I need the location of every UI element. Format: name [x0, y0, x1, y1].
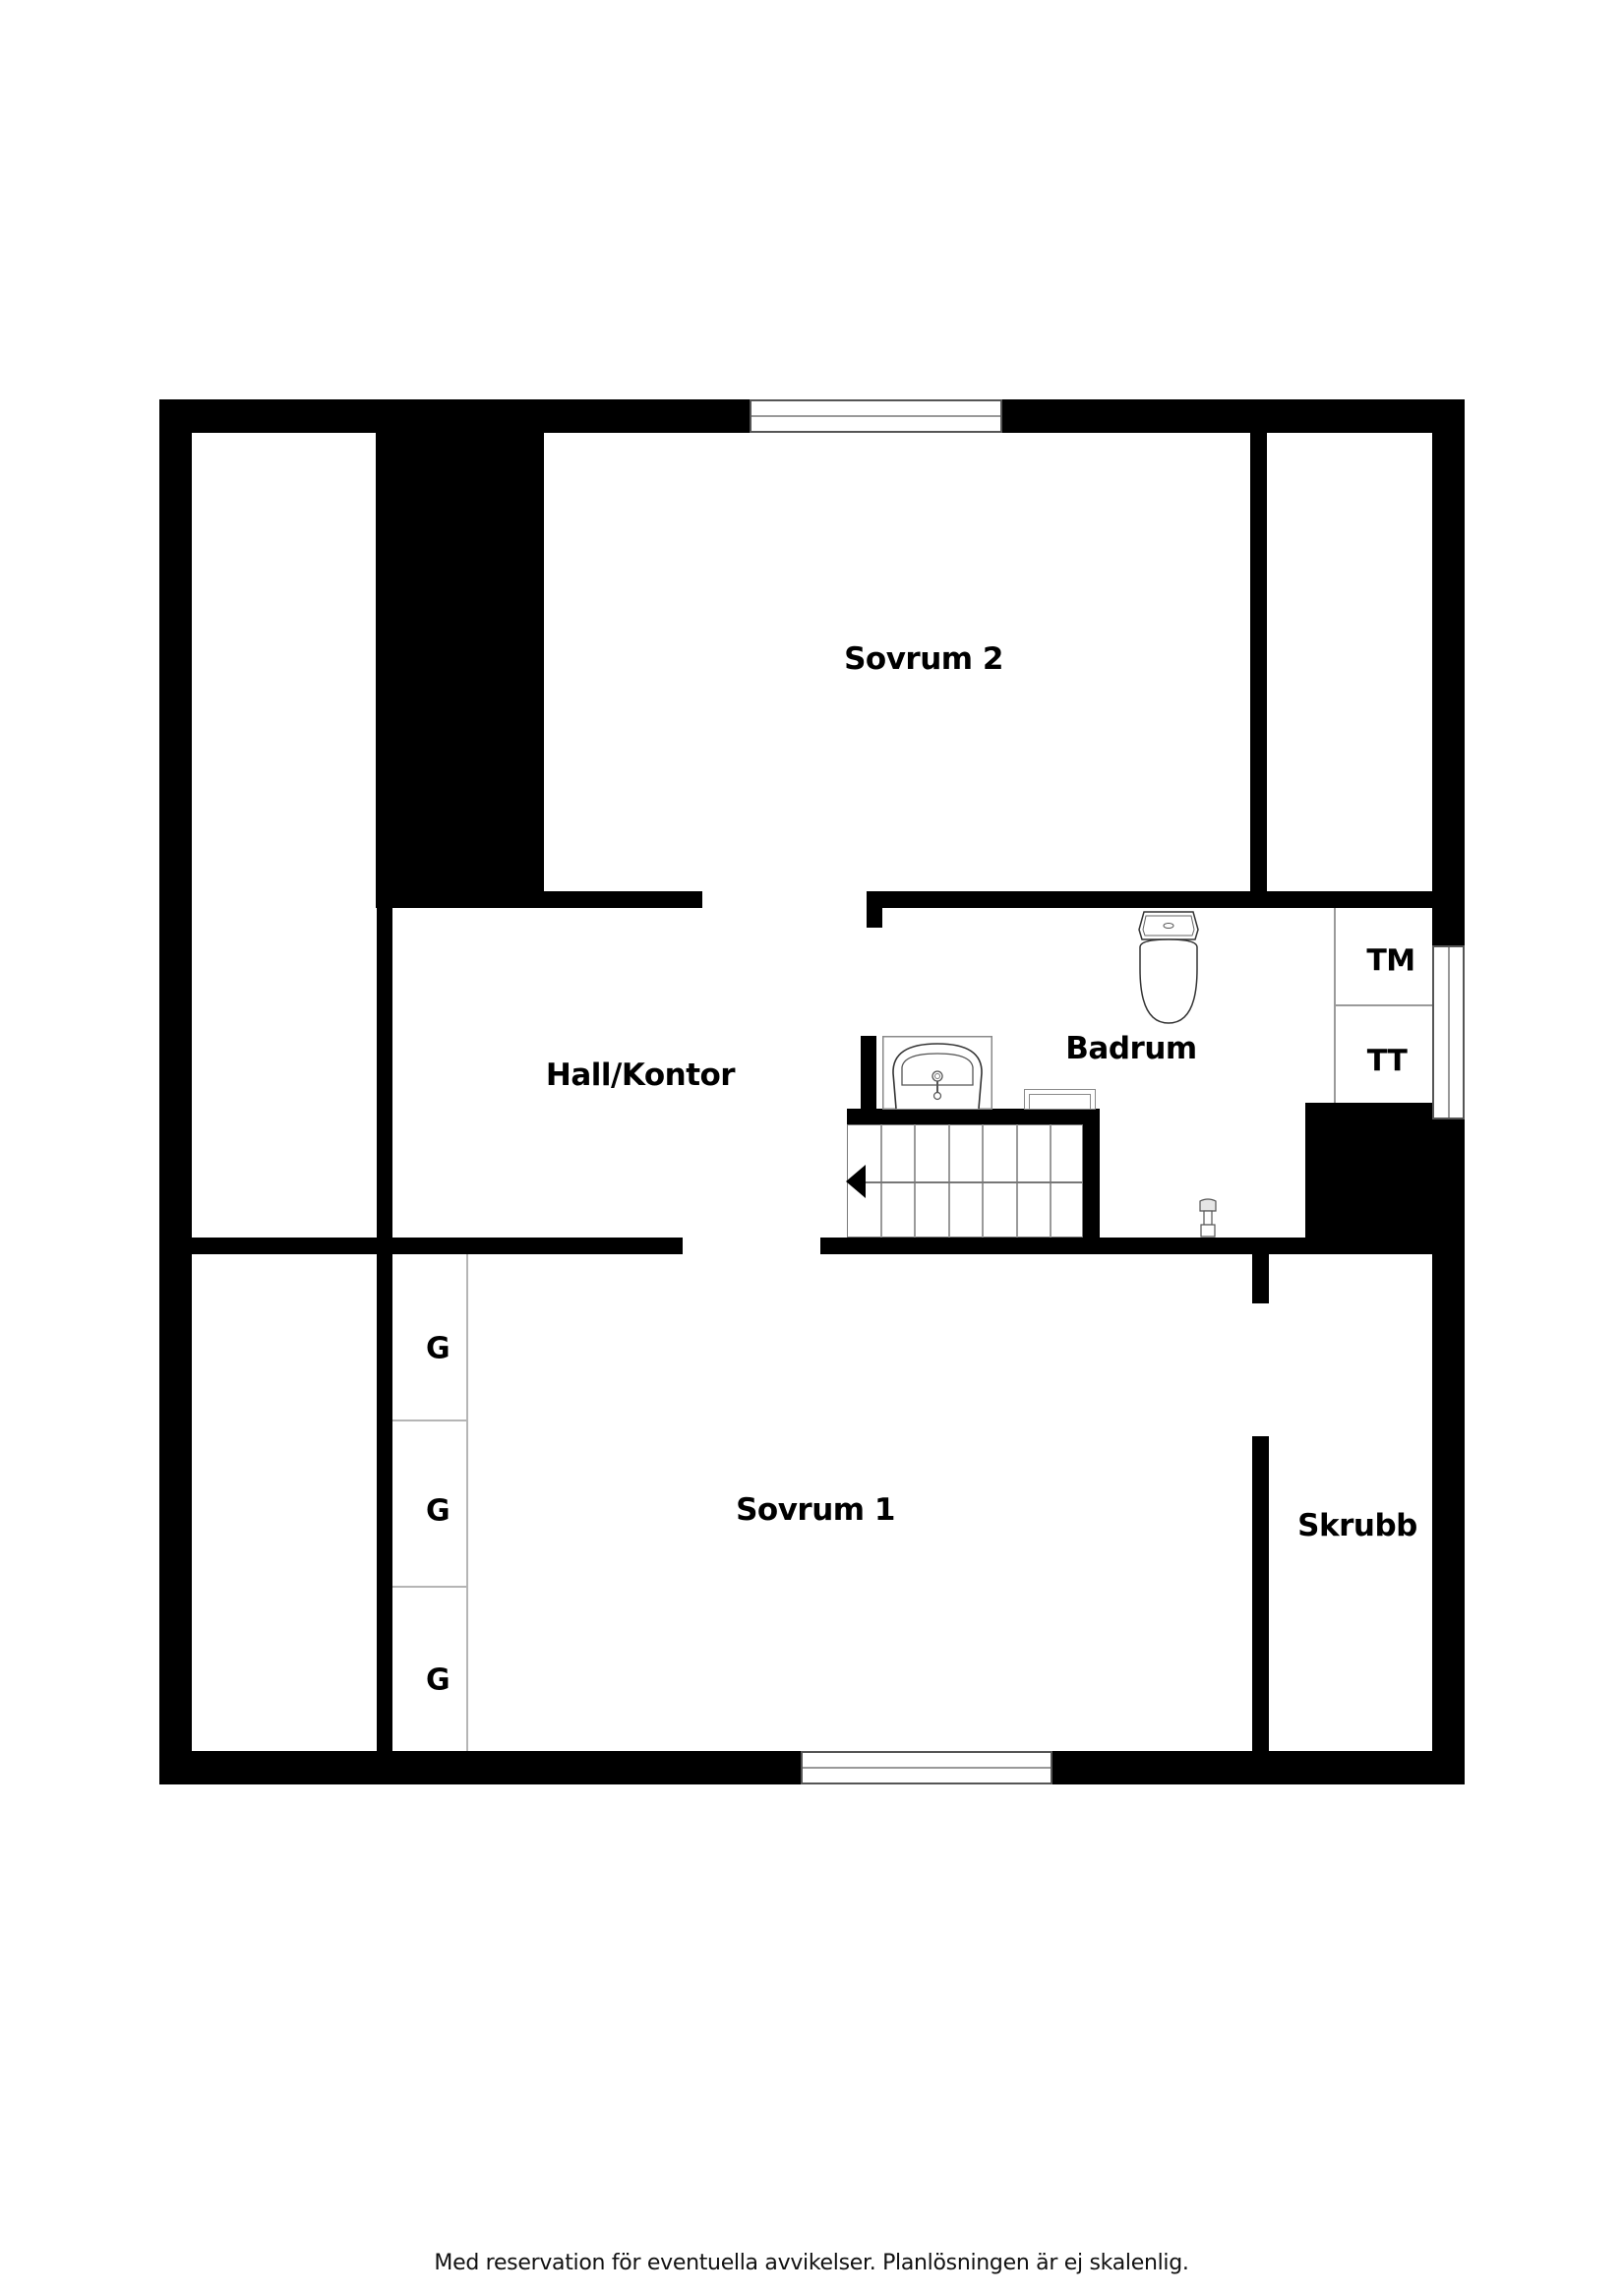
room-label-badrum: Badrum [1065, 1031, 1197, 1066]
stair-wall-right [1083, 1109, 1100, 1254]
disclaimer-text: Med reservation för eventuella avvikelse… [434, 2251, 1189, 2275]
room-label-hall-kontor: Hall/Kontor [545, 1057, 736, 1093]
interior-wall [861, 1036, 876, 1115]
wardrobe-front-line [466, 1254, 468, 1751]
chimney-block [376, 433, 544, 908]
window-icon [801, 1751, 1052, 1784]
room-label-sovrum-2: Sovrum 2 [844, 641, 1003, 677]
interior-wall [867, 891, 1432, 908]
interior-wall [377, 433, 392, 1751]
interior-wall [1252, 1254, 1269, 1303]
wardrobe-label: G [425, 1662, 451, 1698]
outer-wall-left [159, 399, 192, 1784]
stair-wall-top [847, 1109, 1100, 1124]
interior-wall [376, 891, 702, 908]
interior-wall [192, 1238, 683, 1254]
floor-drain-icon [1199, 1198, 1217, 1238]
wardrobe-divider [392, 1586, 467, 1588]
window-icon [750, 399, 1002, 433]
shaft-block [1305, 1103, 1432, 1254]
interior-wall [867, 891, 882, 928]
tm-tt-divider [1334, 1004, 1432, 1006]
cabinet-inner [1029, 1094, 1091, 1110]
washing-machine-label: TM [1366, 943, 1415, 979]
interior-wall [1252, 1436, 1269, 1751]
wardrobe-divider [392, 1420, 467, 1421]
dryer-label: TT [1366, 1044, 1408, 1079]
interior-wall [1250, 433, 1267, 900]
room-label-skrubb: Skrubb [1297, 1508, 1417, 1543]
sink-icon [882, 1036, 992, 1110]
wardrobe-label: G [425, 1331, 451, 1366]
interior-wall [820, 1238, 1432, 1254]
stair-direction-arrow-icon [846, 1165, 866, 1198]
toilet-icon [1138, 911, 1199, 1024]
wardrobe-label: G [425, 1493, 451, 1529]
window-icon [1432, 945, 1465, 1119]
room-label-sovrum-1: Sovrum 1 [736, 1492, 895, 1528]
